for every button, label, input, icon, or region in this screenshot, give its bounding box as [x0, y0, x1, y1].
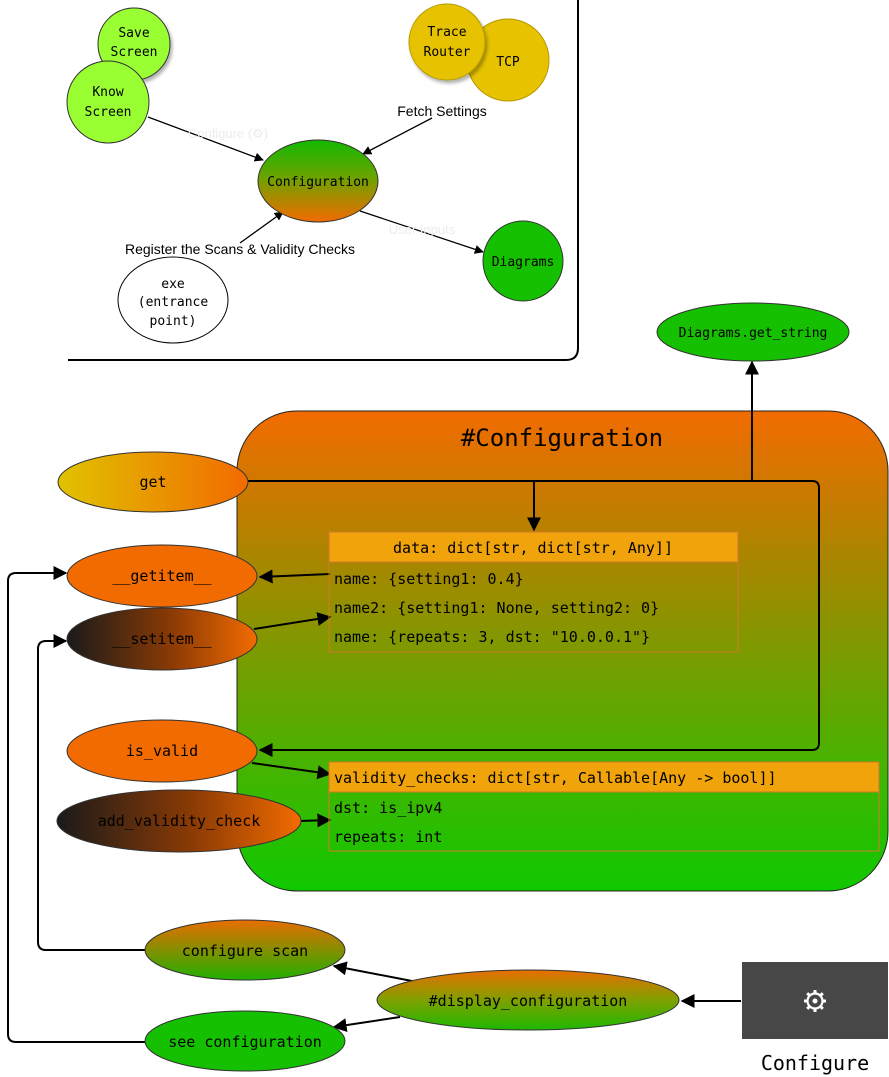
method-get-label: get [139, 473, 166, 491]
know-screen-line2: Screen [85, 105, 132, 120]
validity-checks-row: repeats: int [334, 828, 442, 846]
display-configuration-node[interactable]: #display_configuration [376, 969, 680, 1031]
edge-label-user-inputs: User Inputs [389, 222, 456, 237]
method-getitem[interactable]: __getitem__ [66, 544, 258, 608]
diagrams-get-string-label: Diagrams.get_string [679, 326, 828, 341]
display-configuration-label: #display_configuration [429, 992, 628, 1010]
configure-scan-label: configure scan [182, 942, 308, 960]
diagrams-node[interactable]: Diagrams [482, 220, 564, 302]
diagrams-get-string-node[interactable]: Diagrams.get_string [656, 302, 850, 362]
data-table-row: name2: {setting1: None, setting2: 0} [334, 599, 659, 617]
edge-label-configure: Configure (⚙) [188, 126, 268, 141]
edge-display-to-configure-scan [332, 961, 413, 982]
see-configuration-label: see configuration [168, 1033, 322, 1051]
trace-router-node[interactable]: Trace Router [408, 3, 486, 81]
gear-icon [804, 990, 826, 1012]
configuration-class-box [236, 410, 889, 892]
configure-button[interactable] [742, 962, 888, 1039]
data-table-header: data: dict[str, dict[str, Any]] [393, 539, 673, 557]
method-add-validity-check[interactable]: add_validity_check [56, 789, 302, 853]
edge-fetch-to-config [362, 117, 433, 155]
validity-checks-table: validity_checks: dict[str, Callable[Any … [328, 761, 880, 852]
exe-node[interactable]: exe (entrance point) [117, 256, 229, 344]
configuration-label: Configuration [267, 175, 369, 190]
edge-label-fetch-settings: Fetch Settings [397, 103, 487, 119]
configure-button-label: Configure [761, 1051, 869, 1075]
tcp-label: TCP [496, 55, 520, 70]
method-get[interactable]: get [57, 451, 249, 513]
data-table-row: name: {setting1: 0.4} [334, 570, 524, 588]
data-table: data: dict[str, dict[str, Any]] name: {s… [328, 531, 739, 653]
edge-label-register: Register the Scans & Validity Checks [125, 241, 355, 257]
method-getitem-label: __getitem__ [112, 567, 212, 585]
see-configuration-node[interactable]: see configuration [144, 1010, 346, 1072]
method-is-valid-label: is_valid [126, 742, 198, 760]
edge-know-to-config [147, 116, 264, 162]
validity-checks-row: dst: is_ipv4 [334, 799, 442, 817]
edge-exe-to-config [239, 211, 284, 244]
trace-router-line2: Router [424, 45, 471, 60]
method-setitem-label: __setitem__ [112, 630, 212, 648]
exe-line2: (entrance [138, 295, 209, 310]
method-add-validity-check-label: add_validity_check [98, 812, 261, 830]
know-screen-node[interactable]: Know Screen [66, 60, 150, 144]
method-setitem[interactable]: __setitem__ [66, 607, 258, 671]
save-screen-line2: Screen [111, 45, 158, 60]
configuration-class-title: #Configuration [461, 424, 663, 452]
edge-see-config-to-getitem [7, 566, 145, 1043]
validity-checks-header: validity_checks: dict[str, Callable[Any … [334, 769, 777, 787]
configure-scan-node[interactable]: configure scan [144, 919, 346, 981]
edge-config-to-diagrams [359, 210, 484, 254]
edge-setitem-to-data [253, 612, 332, 630]
edge-get-to-is-valid [258, 480, 820, 757]
top-panel-frame [68, 0, 579, 361]
save-screen-line1: Save [118, 26, 149, 41]
edge-add-check-to-checks [299, 813, 332, 828]
configuration-node[interactable]: Configuration [257, 139, 379, 223]
edge-is-valid-to-checks [251, 762, 332, 780]
edge-configure-scan-to-setitem [37, 634, 145, 951]
edge-display-to-see-config [332, 1016, 401, 1033]
edge-data-to-getitem [258, 569, 331, 584]
exe-line3: point) [150, 314, 197, 329]
trace-router-line1: Trace [427, 25, 466, 40]
data-table-row: name: {repeats: 3, dst: "10.0.0.1"} [334, 628, 650, 646]
know-screen-line1: Know [92, 85, 123, 100]
method-is-valid[interactable]: is_valid [66, 719, 258, 783]
exe-line1: exe [161, 277, 185, 292]
diagrams-label: Diagrams [492, 255, 555, 270]
